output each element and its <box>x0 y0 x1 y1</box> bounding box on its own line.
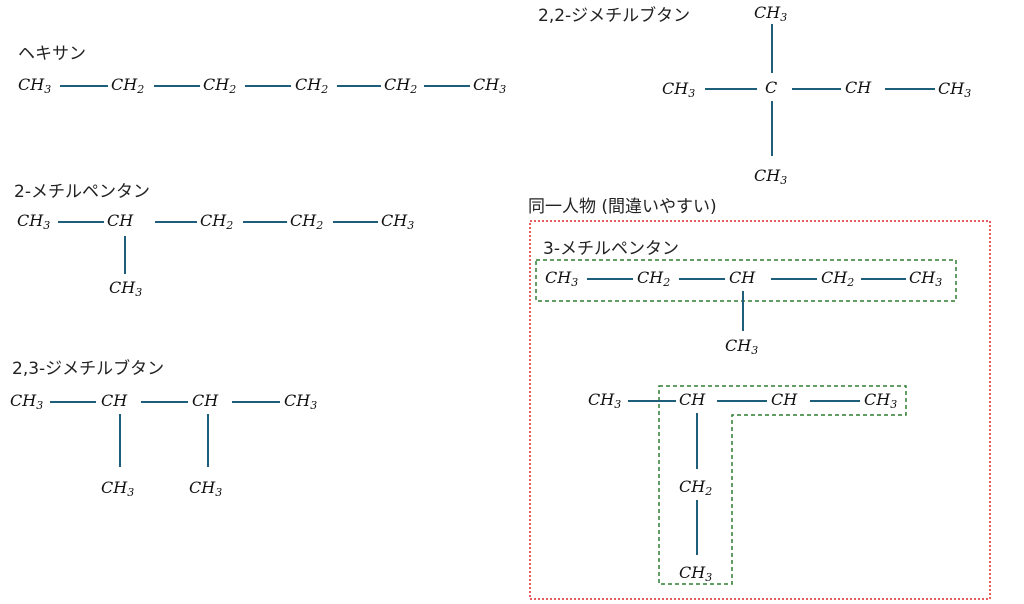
group-ch3: CH3 <box>473 75 507 96</box>
bond <box>245 85 291 87</box>
group-ch3: CH3 <box>101 478 135 499</box>
bond <box>58 221 104 223</box>
group-ch3: CH3 <box>679 563 713 584</box>
group-ch3: CH3 <box>545 268 579 289</box>
bond <box>232 401 280 403</box>
bond <box>717 400 767 402</box>
same-compound-note: 同一人物 (間違いやすい) <box>528 197 717 217</box>
group-ch2: CH2 <box>384 75 418 96</box>
2-methylpentane-label: 2-メチルペンタン <box>14 182 150 202</box>
bond <box>50 401 96 403</box>
group-ch3: CH3 <box>864 390 898 411</box>
group-ch3: CH3 <box>189 478 223 499</box>
bond <box>792 88 841 90</box>
main-chain-box-upper <box>535 259 957 302</box>
group-ch3: CH3 <box>909 268 943 289</box>
group-ch2: CH2 <box>295 75 329 96</box>
group-ch: CH <box>845 78 872 97</box>
group-ch: CH <box>101 391 128 410</box>
group-ch3: CH3 <box>18 75 52 96</box>
bond <box>885 88 935 90</box>
bond <box>155 221 197 223</box>
hexane-label: ヘキサン <box>18 44 86 64</box>
bond <box>337 85 381 87</box>
group-ch2: CH2 <box>290 211 324 232</box>
group-ch: CH <box>729 268 756 287</box>
2-2-dimethylbutane-label: 2,2-ジメチルブタン <box>538 6 691 26</box>
group-ch2: CH2 <box>821 268 855 289</box>
bond <box>141 401 188 403</box>
group-ch2: CH2 <box>200 211 234 232</box>
group-ch: CH <box>107 211 134 230</box>
bond <box>124 236 126 274</box>
bond <box>207 414 209 467</box>
group-ch2: CH2 <box>637 268 671 289</box>
bond <box>861 278 906 280</box>
group-ch2: CH2 <box>111 75 145 96</box>
group-ch2: CH2 <box>679 477 713 498</box>
group-ch3: CH3 <box>725 336 759 357</box>
group-ch3: CH3 <box>662 79 696 100</box>
group-ch3: CH3 <box>109 278 143 299</box>
2-3-dimethylbutane-label: 2,3-ジメチルブタン <box>12 359 165 379</box>
group-ch3: CH3 <box>754 166 788 187</box>
bond <box>679 278 725 280</box>
bond <box>705 88 757 90</box>
group-ch2: CH2 <box>203 75 237 96</box>
group-ch3: CH3 <box>10 391 44 412</box>
group-ch3: CH3 <box>588 390 622 411</box>
bond <box>119 414 121 467</box>
main-chain-box-lower <box>658 385 907 585</box>
bond <box>696 413 698 469</box>
bond <box>771 24 773 73</box>
group-ch: CH <box>679 390 706 409</box>
bond <box>810 400 860 402</box>
group-ch: CH <box>771 390 798 409</box>
bond <box>243 221 287 223</box>
bond <box>771 278 817 280</box>
3-methylpentane-label: 3-メチルペンタン <box>543 239 679 259</box>
group-ch3: CH3 <box>381 211 415 232</box>
bond <box>60 85 108 87</box>
group-c: C <box>765 78 778 97</box>
group-ch3: CH3 <box>17 211 51 232</box>
group-ch3: CH3 <box>284 391 318 412</box>
bond <box>696 500 698 555</box>
bond <box>333 221 378 223</box>
group-ch: CH <box>192 391 219 410</box>
bond <box>424 85 470 87</box>
bond <box>587 278 633 280</box>
group-ch3: CH3 <box>938 79 972 100</box>
group-ch3: CH3 <box>754 3 788 24</box>
bond <box>154 85 200 87</box>
bond <box>742 291 744 331</box>
bond <box>628 400 676 402</box>
same-compound-box <box>529 220 991 600</box>
bond <box>771 101 773 156</box>
